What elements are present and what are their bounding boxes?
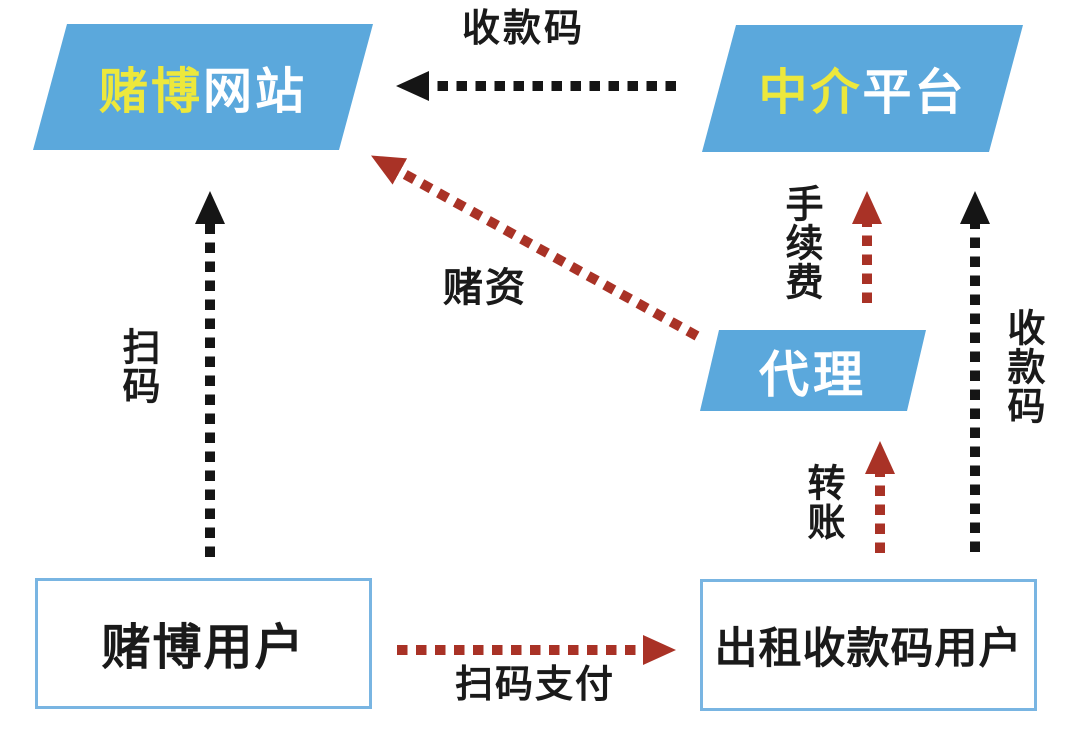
- node-qr-code-renter: 出租收款码用户: [700, 579, 1037, 711]
- node-intermediary-label-highlight: 中介: [758, 66, 863, 120]
- node-qr-code-renter-label: 出租收款码用户: [714, 625, 1023, 673]
- edge-label-transfer: 转账: [801, 463, 843, 541]
- node-intermediary-label-rest: 平台: [862, 66, 967, 120]
- node-agent-label: 代理: [759, 346, 867, 403]
- edge-label-gambling-funds: 赌资: [443, 266, 527, 310]
- arrow-gambling-funds: [371, 155, 700, 341]
- edge-label-scan-to-pay: 扫码支付: [455, 664, 616, 706]
- edge-label-scan-code: 扫码: [116, 327, 158, 405]
- edge-label-commission-fee: 手续费: [779, 184, 821, 301]
- node-intermediary-platform: 中介平台: [702, 25, 1023, 152]
- node-gambling-site-label-highlight: 赌博: [98, 64, 203, 119]
- node-agent: 代理: [700, 330, 926, 411]
- edge-label-payment-code-top: 收款码: [462, 8, 586, 50]
- node-gambling-user-label: 赌博用户: [101, 621, 306, 675]
- node-gambling-site: 赌博网站: [33, 24, 373, 150]
- node-gambling-user: 赌博用户: [35, 578, 372, 709]
- edge-label-payment-code-right: 收款码: [1001, 308, 1043, 425]
- node-gambling-site-label-rest: 网站: [203, 64, 308, 119]
